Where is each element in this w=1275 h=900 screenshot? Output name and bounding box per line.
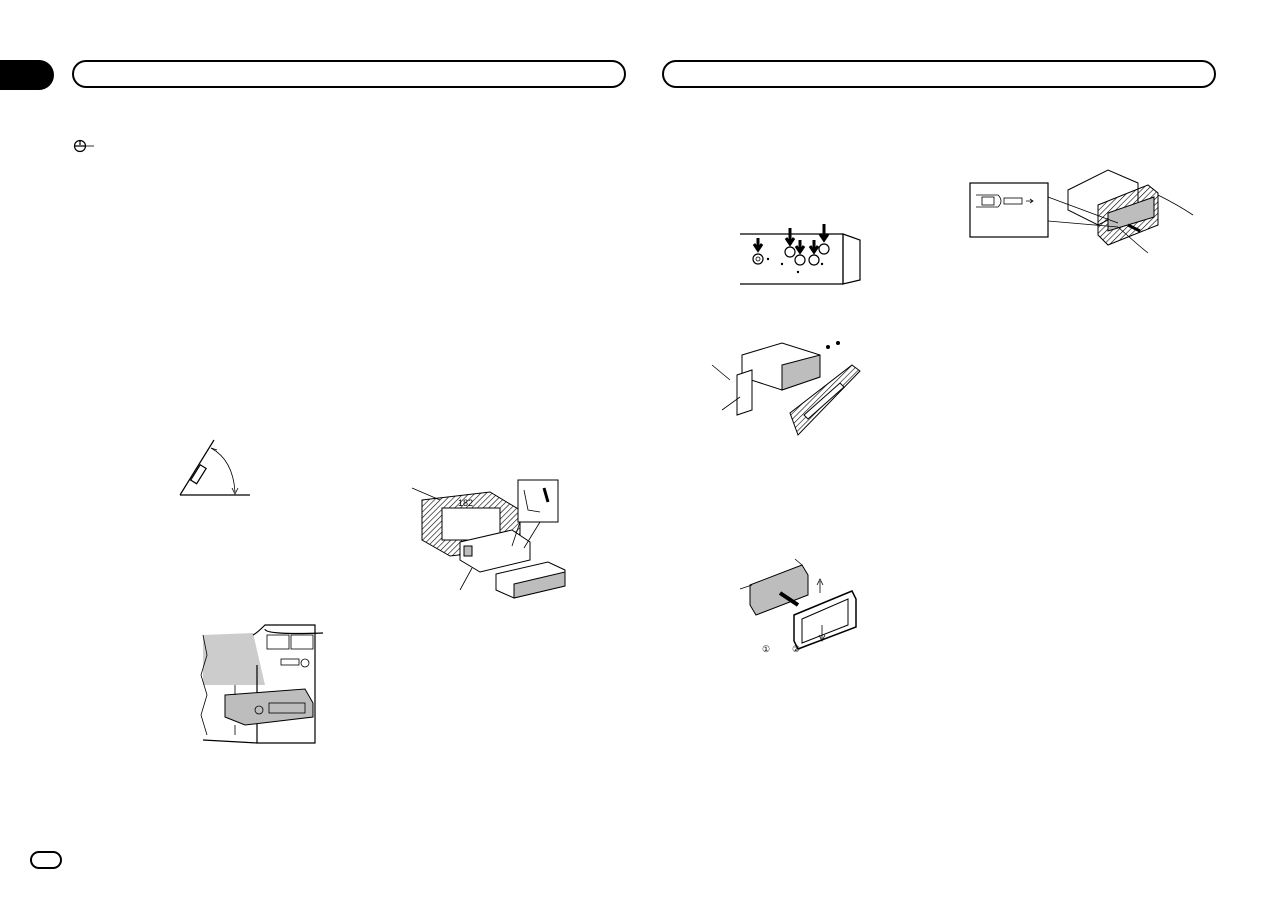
installation-angle-figure	[179, 439, 250, 496]
extraction-key-figure	[969, 169, 1194, 254]
dimension-label: 182	[458, 498, 473, 508]
important-icon	[73, 139, 94, 153]
mounting-sleeve-figure: 182	[411, 479, 566, 599]
callout-2: ②	[792, 644, 800, 654]
page-number-badge	[30, 851, 62, 869]
right-header-bar	[662, 60, 1216, 88]
callout-1: ①	[762, 644, 770, 654]
left-header-bar	[72, 60, 626, 88]
screw-hole	[784, 228, 796, 258]
factory-bracket-figure	[711, 341, 861, 436]
dashboard-install-figure	[200, 624, 324, 744]
screw-holes-figure	[740, 224, 861, 285]
trim-ring-figure: ① ②	[739, 558, 857, 654]
screw-hole	[794, 240, 806, 266]
screw-hole	[808, 240, 820, 266]
screw-hole	[752, 238, 764, 265]
section-tab	[0, 60, 54, 90]
screw-hole	[818, 224, 830, 255]
